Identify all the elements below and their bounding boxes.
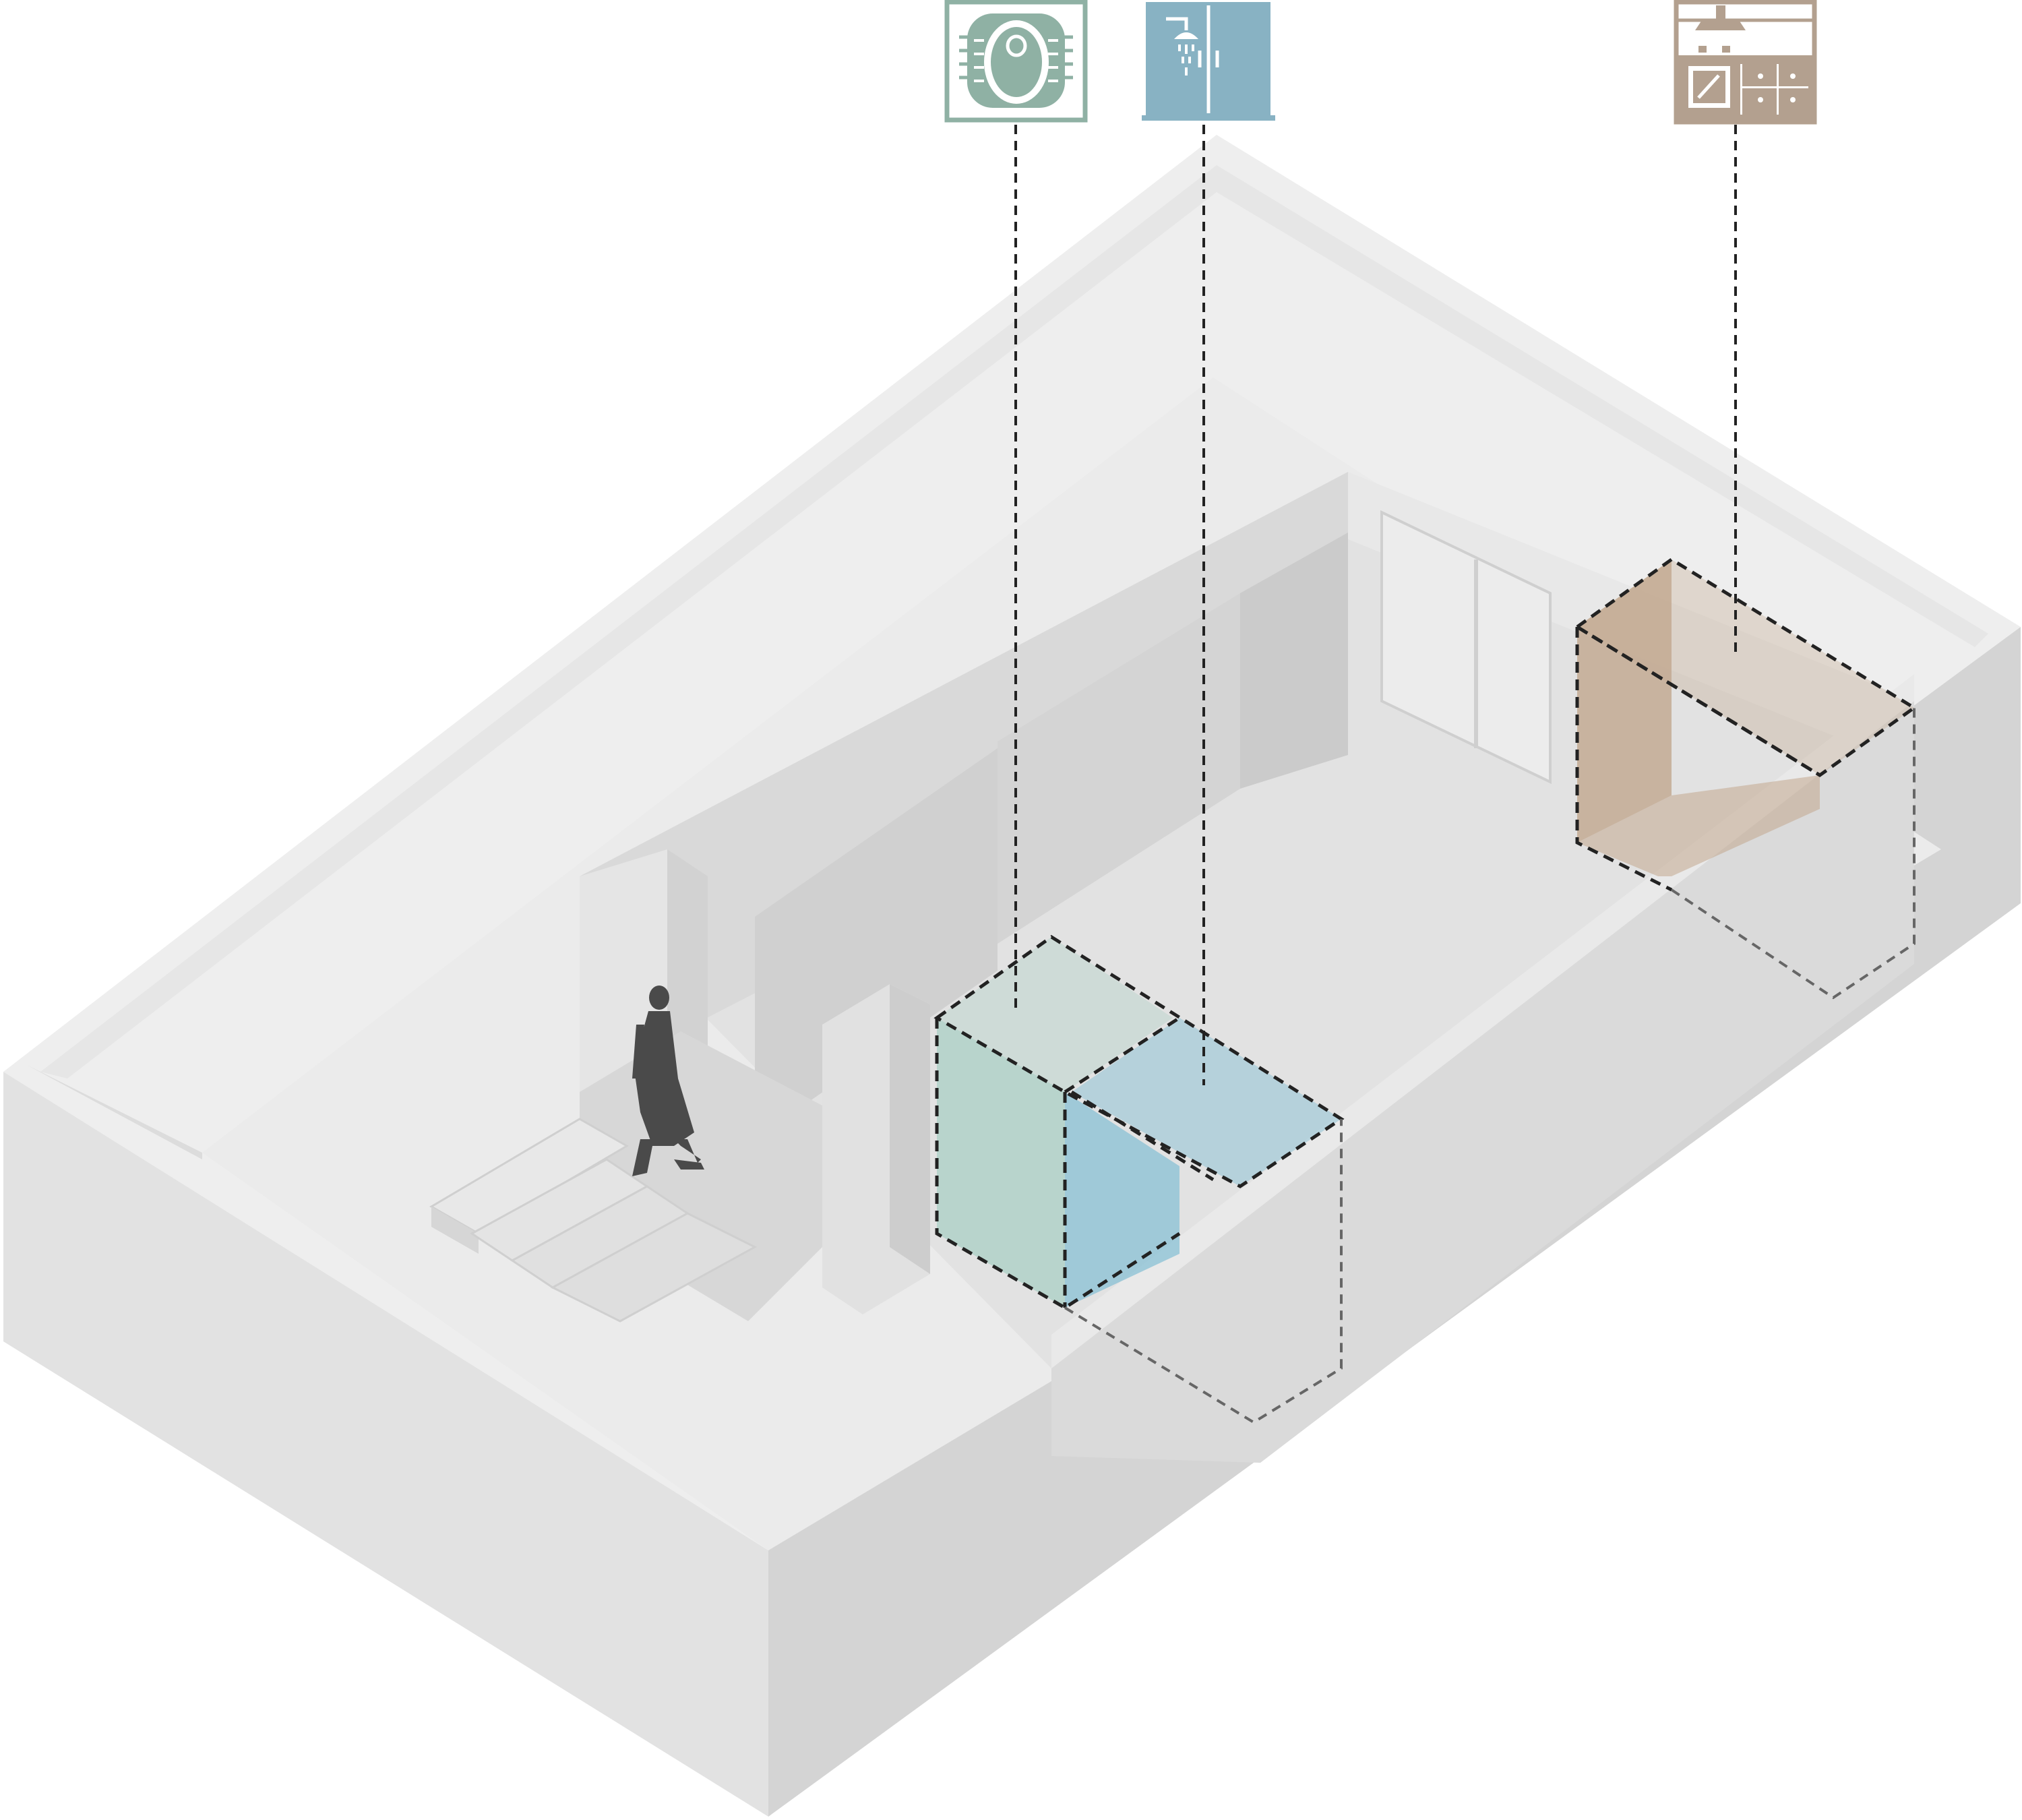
zone-ground-projections	[1064, 708, 1916, 1424]
partition-wall-1	[755, 748, 998, 1139]
person-silhouette	[632, 985, 704, 1176]
kitchen-zone-left	[1577, 559, 1672, 843]
house-volume	[429, 472, 1914, 1463]
zone-toilet	[937, 937, 1173, 1308]
front-right-wall	[1051, 701, 1914, 1463]
zone-outlines	[933, 557, 1918, 1310]
sliding-door	[1380, 510, 1552, 785]
site-inner-rim-left	[27, 1065, 202, 1159]
toilet-zone-top	[937, 937, 1173, 1092]
zone-kitchen	[1577, 559, 1914, 876]
leader-lines	[1014, 125, 1737, 1085]
shower-cabin-icon	[1142, 2, 1275, 121]
site-left-face	[3, 1072, 768, 1817]
entry-steps	[429, 1118, 758, 1323]
kitchen-zone-front	[1577, 775, 1820, 876]
squat-toilet-icon	[944, 0, 1088, 123]
shower-zone-top	[1072, 1018, 1341, 1186]
back-left-wall	[580, 472, 1348, 1031]
partition-wall-2	[998, 593, 1240, 944]
kitchen-icon	[1674, 0, 1817, 125]
pillar-front-side	[890, 984, 930, 1274]
toilet-zone-left	[937, 1018, 1065, 1308]
partition-wall-3	[1240, 533, 1348, 789]
site-inner-rim	[40, 165, 1988, 1079]
